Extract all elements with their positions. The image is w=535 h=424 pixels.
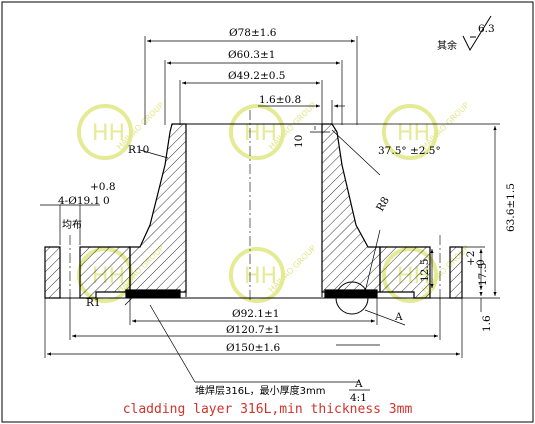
right-flange-outer: [449, 246, 463, 299]
svg-text:HH: HH: [92, 121, 125, 146]
watermark-logo: HH: [229, 104, 285, 160]
surface-finish-symbol: [462, 15, 492, 52]
svg-text:HH: HH: [244, 121, 277, 146]
left-flange-ring: [44, 246, 61, 299]
dim-bolt-holes-tol-lower: 0: [103, 195, 110, 207]
dim-outer-raised-dia: Ø78±1.6: [229, 27, 277, 39]
dim-chamfer-width: 1.6±0.8: [259, 94, 301, 106]
dim-fillet-radius: R8: [374, 195, 392, 214]
detail-scale: 4:1: [350, 392, 367, 404]
dim-total-height: 63.6±1.5: [505, 183, 517, 232]
dim-weld-depth: 12.5: [419, 259, 431, 282]
dim-flange-thickness-tol-upper: +2: [465, 251, 477, 266]
dim-flange-thickness: 17.5: [477, 263, 489, 286]
dim-bolt-holes: 4-Ø19.1: [58, 195, 100, 207]
svg-text:HH: HH: [244, 264, 277, 289]
annotation-en: cladding layer 316L,min thickness 3mm: [122, 402, 413, 417]
dim-inner-bore-dia: Ø92.1±1: [232, 308, 279, 320]
dim-hub-dia: Ø60.3±1: [228, 49, 275, 61]
dim-bolt-holes-tol-upper: +0.8: [90, 181, 116, 193]
left-flange-ring-inner: [79, 246, 131, 299]
centerlines: [69, 110, 441, 300]
surface-finish-rest-label: 其余: [437, 39, 457, 52]
dim-bore-dia: Ø49.2±0.5: [228, 70, 285, 82]
dim-bolt-holes-note: 均布: [62, 219, 82, 231]
left-cladding: [125, 289, 181, 298]
annotation-cn: 堆焊层316L，最小厚度3mm: [195, 384, 326, 397]
dim-hub-radius: R10: [128, 144, 149, 156]
watermark-logo: HH: [382, 104, 438, 160]
dim-flange-thickness-tol-lower: 0: [475, 259, 487, 266]
dim-chamfer-height: 10: [293, 135, 305, 148]
detail-callout-label: A: [394, 311, 403, 323]
watermark-logo: HH: [77, 104, 133, 160]
detail-label: A: [354, 378, 363, 390]
dim-small-radius: R1: [86, 297, 101, 309]
dim-face-thickness: 1.6: [481, 315, 493, 332]
svg-text:HH: HH: [397, 121, 430, 146]
bore-lines: [45, 123, 462, 299]
surface-finish-value: 6.3: [478, 23, 495, 35]
dim-bevel-angle: 37.5° ±2.5°: [378, 145, 441, 157]
left-section: [44, 123, 187, 299]
watermark-logo: HH: [229, 247, 285, 303]
dim-bolt-circle-dia: Ø120.7±1: [226, 324, 280, 336]
dimension-lines: [40, 36, 500, 383]
dim-flange-dia: Ø150±1.6: [226, 342, 280, 354]
right-cladding: [324, 289, 378, 298]
